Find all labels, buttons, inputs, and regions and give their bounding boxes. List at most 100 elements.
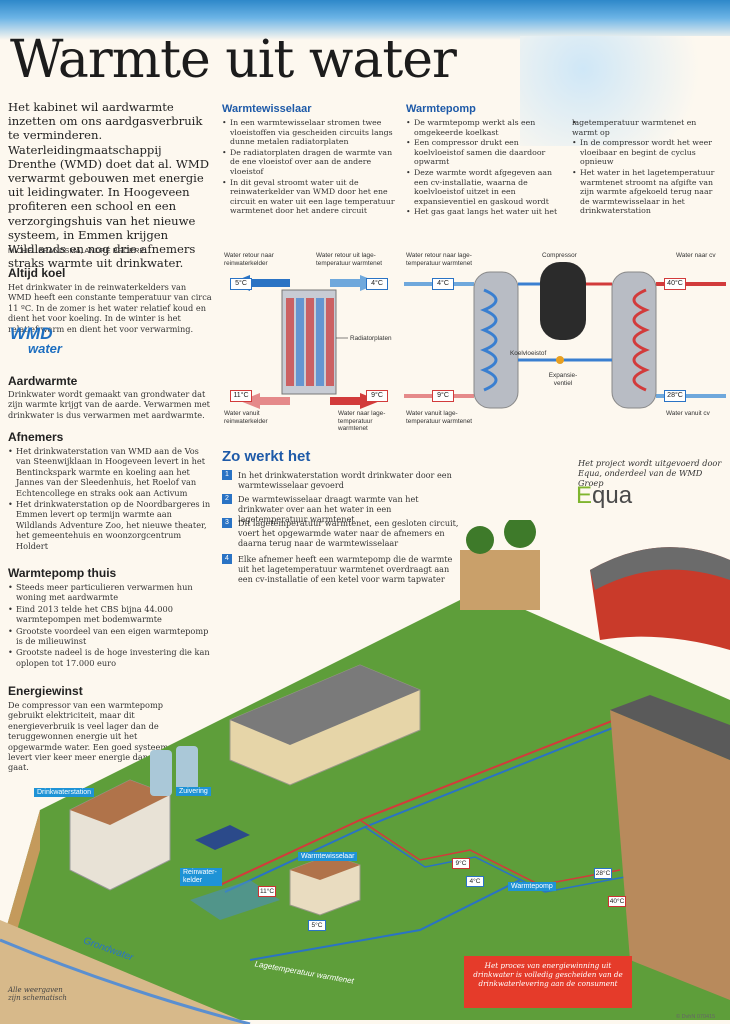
wildlands-zoo bbox=[460, 550, 540, 610]
label-naar-warmtenet: Water naar lage-temperatuur warmtenet bbox=[338, 410, 386, 433]
warmtepomp-thuis-list: Steeds meer particulieren verwarmen hun … bbox=[8, 582, 212, 669]
altijd-koel-text: Het drinkwater in de reinwaterkelders va… bbox=[8, 282, 212, 334]
schematic-note: Alle weergaven zijn schematisch bbox=[8, 986, 67, 1002]
intro-text: Het kabinet wil aardwarmte inzetten om o… bbox=[8, 100, 210, 271]
schematic-note-line-1: Alle weergaven bbox=[8, 986, 63, 994]
label-vanuit-warmtenet: Water vanuit lage-temperatuur warmtenet bbox=[406, 410, 473, 425]
list-item: Steeds meer particulieren verwarmen hun … bbox=[8, 582, 212, 603]
compressor-icon bbox=[540, 262, 586, 340]
heading-afnemers: Afnemers bbox=[8, 430, 64, 444]
warmtepomp-list-left: De warmtepomp werkt als een omgekeerde k… bbox=[406, 118, 566, 218]
temp-pump-40c: 40°C bbox=[664, 278, 686, 290]
solar-panels bbox=[195, 825, 250, 850]
energiewinst-text: De compressor van een warmtepomp gebruik… bbox=[8, 700, 170, 773]
altijd-koel-body: Het drinkwater in de reinwaterkelders va… bbox=[8, 282, 212, 334]
label-radiatorplaten: Radiatorplaten bbox=[350, 335, 392, 342]
label-vanuit-reinwaterkelder: Water vanuit reinwaterkelder bbox=[224, 410, 268, 425]
step-number: 2 bbox=[222, 494, 232, 504]
label-water-vanuit-cv: Water vanuit cv bbox=[666, 410, 710, 417]
wmd-water-logo: WMD water bbox=[10, 324, 70, 360]
list-item: Het drinkwaterstation op de Noordbargere… bbox=[8, 499, 212, 551]
schematic-note-line-2: zijn schematisch bbox=[8, 994, 67, 1002]
list-item: In een warmtewisselaar stromen twee vloe… bbox=[222, 118, 396, 147]
scene-temp-28c: 28°C bbox=[594, 868, 612, 879]
aardwarmte-text: Drinkwater wordt gemaakt van grondwater … bbox=[8, 389, 210, 420]
zuivering-silo bbox=[150, 750, 172, 796]
reinwaterkelder-tank bbox=[190, 880, 280, 920]
grondwater-flow bbox=[0, 938, 251, 1024]
list-item: Het drinkwaterstation van WMD aan de Vos… bbox=[8, 446, 212, 498]
list-item: Eind 2013 telde het CBS bijna 44.000 war… bbox=[8, 604, 212, 625]
byline: MICHEL BRANDSMA, ANDRÉ BROERE bbox=[8, 246, 145, 255]
heading-energiewinst: Energiewinst bbox=[8, 684, 83, 698]
step-1: 1 In het drinkwaterstation wordt drinkwa… bbox=[222, 470, 462, 490]
list-item: De radiatorplaten dragen de warmte van d… bbox=[222, 148, 396, 177]
step-2: 2 De warmtewisselaar draagt warmte van h… bbox=[222, 494, 462, 525]
scene-temp-9c: 9°C bbox=[452, 858, 470, 869]
wmd-logo-top: WMD bbox=[10, 324, 53, 343]
label-water-naar-cv: Water naar cv bbox=[676, 252, 716, 259]
label-warmtewisselaar: Warmtewisselaar bbox=[298, 852, 358, 861]
label-koelvloeistof: Koelvloeistof bbox=[510, 350, 547, 357]
list-item: In de compressor wordt het weer vloeibaa… bbox=[572, 138, 724, 167]
warmtepomp-list-right: lagetemperatuur warmtenet en warmt op In… bbox=[572, 118, 724, 217]
process-note-box: Het proces van energiewinning uit drinkw… bbox=[464, 956, 632, 1008]
heading-zo-werkt-het: Zo werkt het bbox=[222, 448, 311, 465]
label-retour-reinwaterkelder: Water retour naar reinwaterkelder bbox=[224, 252, 274, 267]
expansion-valve-icon bbox=[556, 356, 564, 364]
list-item: De warmtepomp werkt als een omgekeerde k… bbox=[406, 118, 566, 137]
warmtewisselaar-list: In een warmtewisselaar stromen twee vloe… bbox=[222, 118, 396, 217]
step-text: Elke afnemer heeft een warmtepomp die de… bbox=[238, 554, 453, 585]
label-compressor: Compressor bbox=[542, 252, 577, 259]
heat-pump-diagram bbox=[404, 262, 726, 409]
label-warmtepomp: Warmtepomp bbox=[508, 882, 556, 891]
list-item: lagetemperatuur warmtenet en warmt op bbox=[572, 118, 724, 137]
credit: © DvhN 070415 bbox=[676, 1014, 716, 1020]
page-title: Warmte uit water bbox=[10, 30, 457, 90]
equa-logo-e: E bbox=[576, 482, 593, 509]
step-4: 4 Elke afnemer heeft een warmtepomp die … bbox=[222, 554, 462, 585]
equa-logo-rest: qua bbox=[592, 482, 633, 509]
temp-pump-28c: 28°C bbox=[664, 390, 686, 402]
list-item: Een compressor drukt een koelvloeistof s… bbox=[406, 138, 566, 167]
care-home-building bbox=[610, 710, 730, 1000]
label-expansieventiel: Expansie-ventiel bbox=[548, 372, 578, 387]
step-number: 4 bbox=[222, 554, 232, 564]
step-3: 3 Dit lagetemperatuur warmtenet, een ges… bbox=[222, 518, 462, 549]
heading-warmtewisselaar: Warmtewisselaar bbox=[222, 103, 312, 115]
list-item: Het gas gaat langs het water uit het bbox=[406, 207, 566, 217]
heading-altijd-koel: Altijd koel bbox=[8, 266, 66, 280]
step-text: In het drinkwaterstation wordt drinkwate… bbox=[238, 470, 452, 491]
list-item: In dit geval stroomt water uit de reinwa… bbox=[222, 178, 396, 216]
equa-logo: Equa bbox=[576, 482, 632, 510]
heading-warmtepomp: Warmtepomp bbox=[406, 103, 476, 115]
temp-4c: 4°C bbox=[366, 278, 388, 290]
heading-aardwarmte: Aardwarmte bbox=[8, 374, 78, 388]
label-retour-warmtenet: Water retour uit lage-temperatuur warmte… bbox=[316, 252, 383, 267]
list-item: Grootste voordeel van een eigen warmtepo… bbox=[8, 626, 212, 647]
wmd-logo-bottom: water bbox=[28, 341, 62, 356]
temp-pump-4c: 4°C bbox=[432, 278, 454, 290]
afnemers-list: Het drinkwaterstation van WMD aan de Vos… bbox=[8, 446, 212, 552]
temp-5c: 5°C bbox=[230, 278, 252, 290]
label-drinkwaterstation: Drinkwaterstation bbox=[34, 788, 95, 797]
scene-temp-5c: 5°C bbox=[308, 920, 326, 931]
temp-11c: 11°C bbox=[230, 390, 252, 402]
water-banner bbox=[0, 0, 730, 40]
list-item: Grootste nadeel is de hoge investering d… bbox=[8, 647, 212, 668]
label-reinwaterkelder: Reinwater-kelder bbox=[180, 868, 222, 886]
scene-temp-4c: 4°C bbox=[466, 876, 484, 887]
city-scene-illustration bbox=[0, 520, 730, 1024]
project-note: Het project wordt uitgevoerd door Equa, … bbox=[578, 458, 722, 489]
label-zuivering: Zuivering bbox=[176, 787, 211, 796]
step-text: Dit lagetemperatuur warmtenet, een geslo… bbox=[238, 518, 459, 549]
list-item: Deze warmte wordt afgegeven aan een cv-i… bbox=[406, 168, 566, 206]
step-number: 1 bbox=[222, 470, 232, 480]
step-number: 3 bbox=[222, 518, 232, 528]
list-item: Het water in het lagetemperatuur warmten… bbox=[572, 168, 724, 216]
soil-layer bbox=[0, 920, 250, 1024]
scene-temp-11c: 11°C bbox=[258, 886, 276, 897]
label-retour-naar-warmtenet: Water retour naar lage-temperatuur warmt… bbox=[406, 252, 473, 267]
temp-pump-9c: 9°C bbox=[432, 390, 454, 402]
temp-9c: 9°C bbox=[366, 390, 388, 402]
